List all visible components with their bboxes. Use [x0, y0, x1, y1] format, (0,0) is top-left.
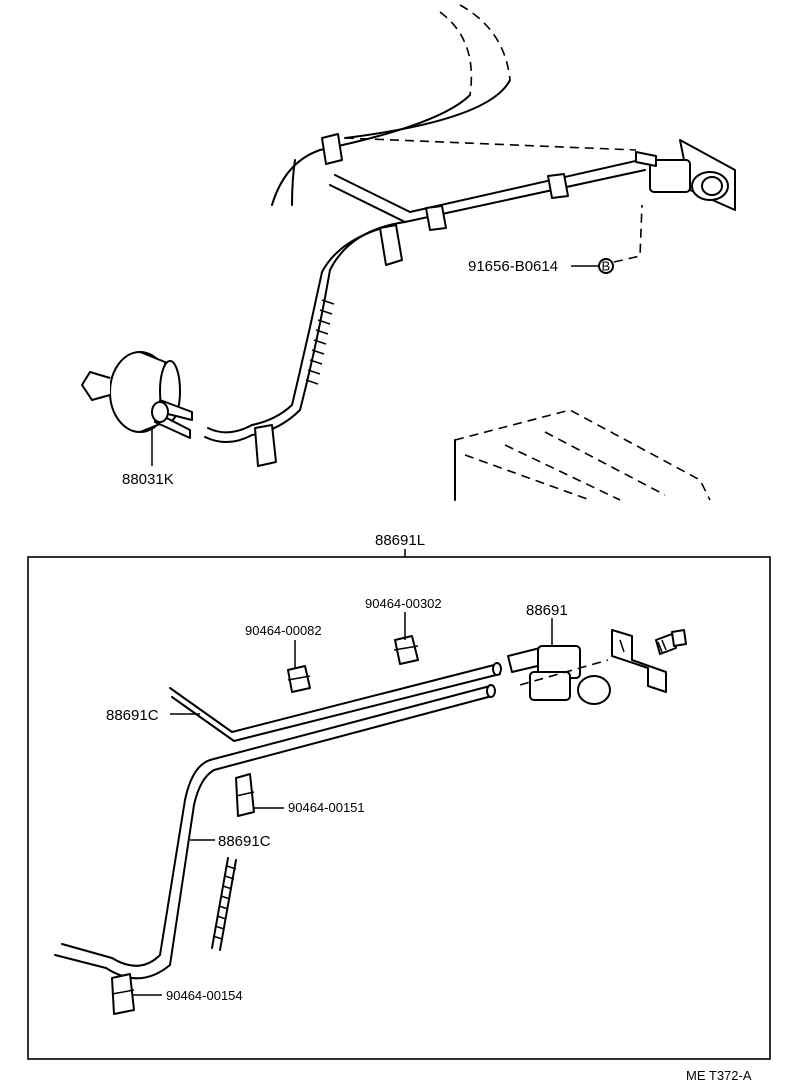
clamp-icon: [254, 133, 569, 467]
clamp-00151-icon: [235, 773, 255, 817]
bolt-marker: B: [602, 259, 611, 274]
bolt-icon: [655, 629, 687, 655]
vsv-installed-icon: [635, 139, 736, 211]
clamp-00082-icon: [287, 665, 311, 693]
lower-exploded-view: [54, 629, 687, 1015]
corrugated-tube: [305, 299, 335, 385]
canister-icon: [81, 351, 193, 439]
vsv-icon: [507, 645, 611, 705]
label-90464-00082: 90464-00082: [245, 623, 322, 638]
label-88691c-lower: 88691C: [218, 833, 271, 850]
figure-code: ME T372-A: [686, 1068, 752, 1083]
label-90464-00151: 90464-00151: [288, 800, 365, 815]
clamp-00154-icon: [111, 973, 135, 1015]
clamp-00302-icon: [393, 635, 419, 665]
label-88031k: 88031K: [122, 471, 174, 488]
bracket-icon: [611, 629, 667, 693]
label-88691: 88691: [526, 602, 568, 619]
label-91656-b0614: 91656-B0614: [468, 258, 558, 275]
upper-installed-view: 88031K B 91656-B0614: [81, 4, 736, 501]
label-88691l: 88691L: [375, 532, 425, 549]
label-90464-00302: 90464-00302: [365, 596, 442, 611]
label-88691c-upper: 88691C: [106, 707, 159, 724]
assembly-frame: [27, 556, 771, 1060]
label-90464-00154: 90464-00154: [166, 988, 243, 1003]
corrugated-sleeve-icon: [211, 857, 237, 951]
